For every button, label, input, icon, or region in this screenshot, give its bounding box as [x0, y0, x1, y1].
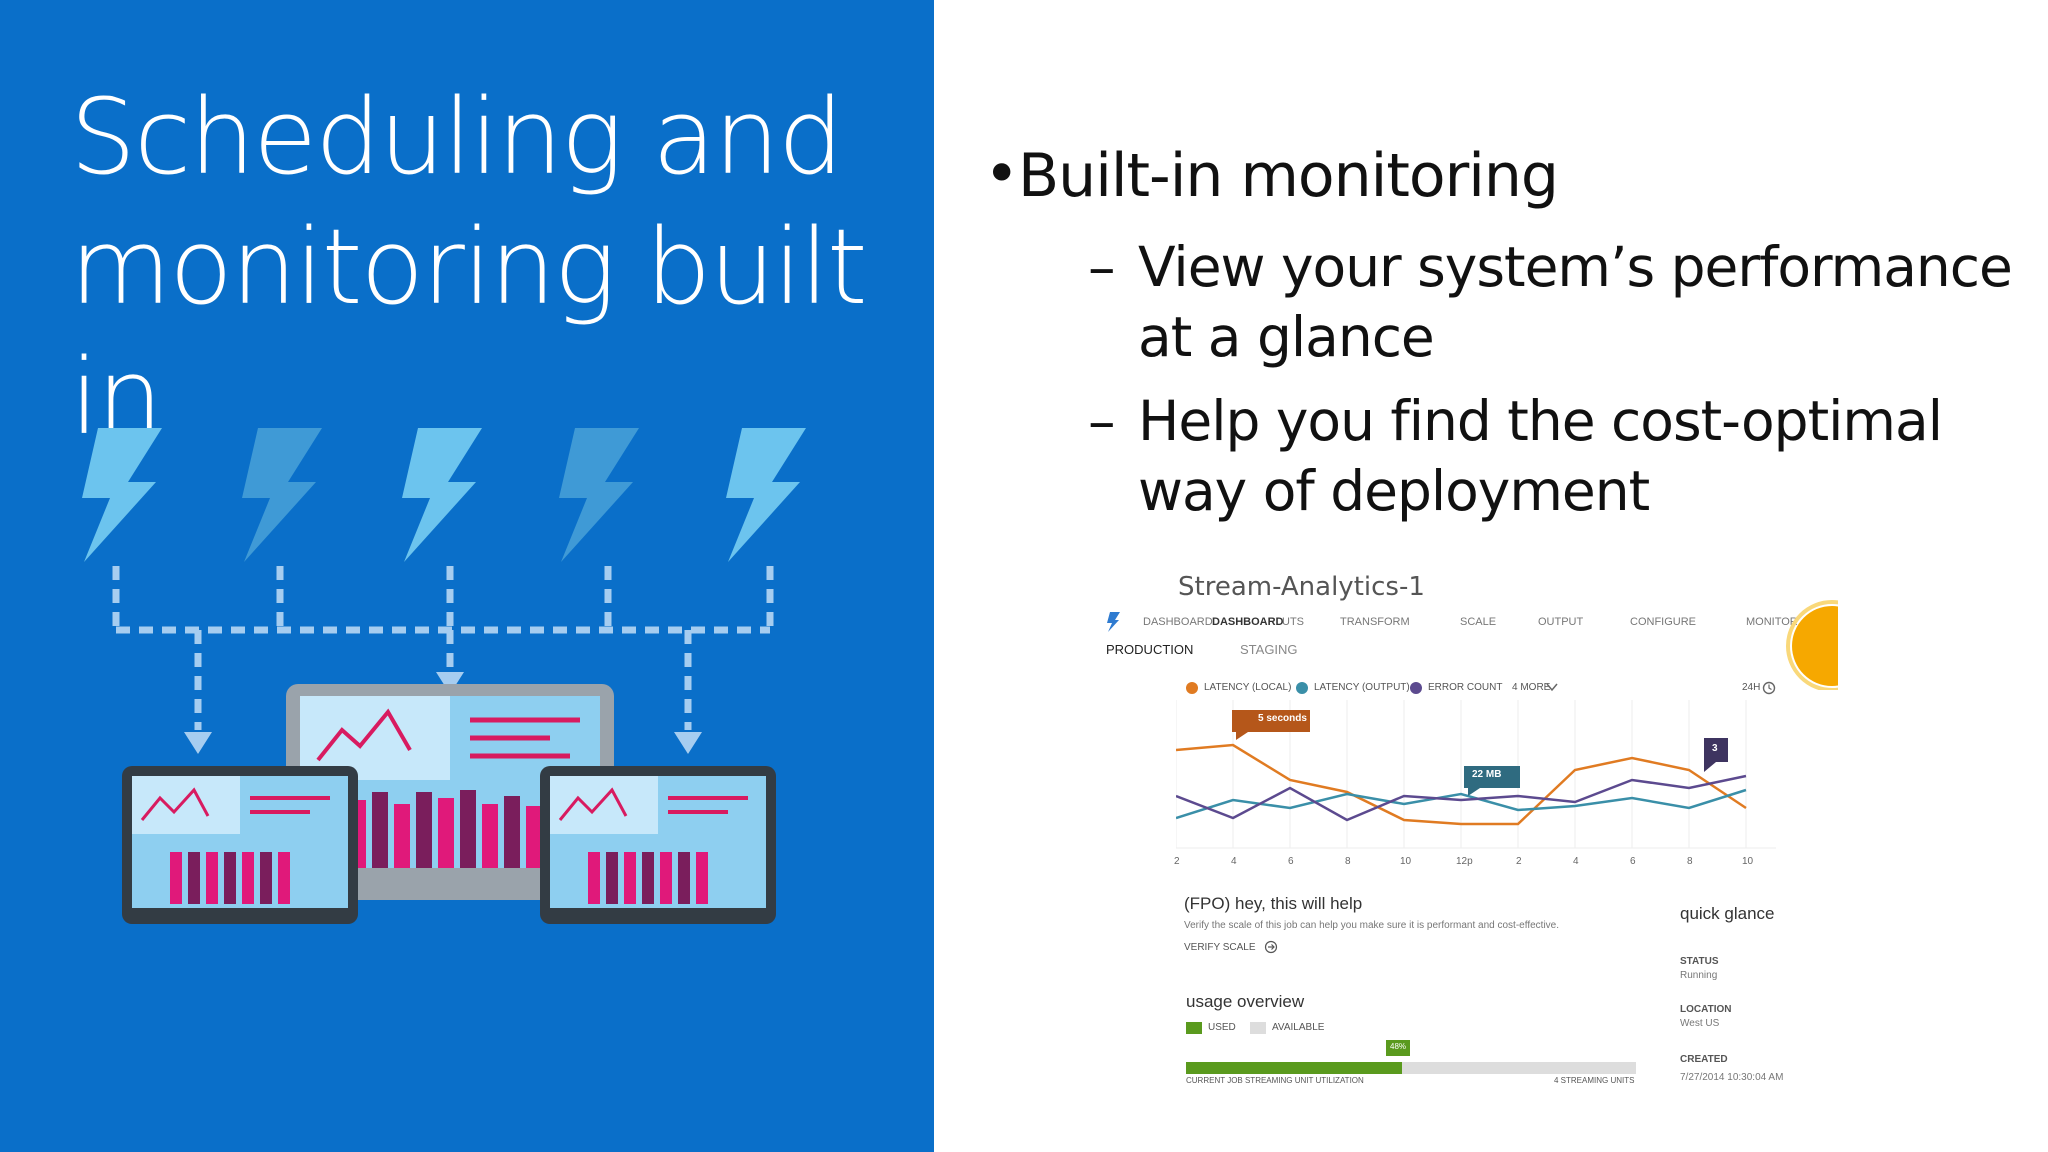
arrow-heads: [184, 672, 702, 754]
lightning-icons: [82, 428, 806, 562]
usage-legend-used: USED: [1208, 1022, 1236, 1033]
x-tick: 2: [1516, 856, 1522, 867]
callout-errors-label: 3: [1712, 743, 1718, 754]
bullet-built-in-monitoring: • Built-in monitoring: [984, 139, 1978, 212]
legend-swatch-used: [1186, 1022, 1202, 1034]
stream-analytics-dashboard: Stream-Analytics-1 DASHBOARD DASHBOARD U…: [1098, 560, 1838, 1100]
verify-scale-link[interactable]: VERIFY SCALE: [1184, 942, 1256, 953]
usage-badge: 48%: [1386, 1040, 1411, 1056]
lightning-icon: [82, 428, 162, 562]
left-panel: Scheduling and monitoring built in: [0, 0, 934, 1152]
dashboard-title: Stream-Analytics-1: [1178, 572, 1425, 602]
callout-memory: [1464, 766, 1520, 796]
callout-errors: [1704, 738, 1728, 772]
sub-bullet-performance: – View your system’s performance at a gl…: [1088, 232, 2018, 372]
tablet-illustration-right: [540, 766, 776, 924]
title-line-2: monitoring built in: [70, 206, 868, 458]
x-tick: 4: [1231, 856, 1237, 867]
tab-staging[interactable]: STAGING: [1240, 642, 1298, 657]
monitoring-line-chart: [1176, 700, 1776, 849]
usage-heading: usage overview: [1186, 992, 1305, 1011]
legend-dot-latency-output: [1296, 682, 1308, 694]
sub-bullet-line: way of deployment: [1138, 459, 1650, 523]
title-line-1: Scheduling and: [70, 76, 844, 198]
x-tick: 10: [1400, 856, 1412, 867]
quick-glance-heading: quick glance: [1680, 904, 1775, 923]
nav-uts[interactable]: UTS: [1282, 616, 1304, 628]
dashed-connectors: [112, 566, 774, 730]
cursor-highlight-icon: [1786, 600, 1838, 690]
nav-transform[interactable]: TRANSFORM: [1340, 616, 1410, 628]
legend-more-dropdown[interactable]: 4 MORE: [1512, 682, 1551, 693]
location-value: West US: [1680, 1018, 1720, 1029]
lightning-icon: [402, 428, 482, 562]
status-label: STATUS: [1680, 956, 1719, 967]
status-value: Running: [1680, 970, 1718, 981]
nav-monitor[interactable]: MONITOR: [1746, 616, 1798, 628]
created-label: CREATED: [1680, 1054, 1728, 1065]
nav-configure[interactable]: CONFIGURE: [1630, 616, 1696, 628]
x-tick: 10: [1742, 856, 1754, 867]
series-error-count: [1176, 774, 1747, 822]
monitoring-illustration: [82, 428, 806, 924]
created-value: 7/27/2014 10:30:04 AM: [1680, 1072, 1784, 1083]
slide-title: Scheduling and monitoring built in: [70, 72, 920, 462]
sub-bullet-line: at a glance: [1138, 305, 1435, 369]
sub-bullet-line: Help you find the cost-optimal: [1138, 389, 1943, 453]
nav-dashboard[interactable]: DASHBOARD: [1143, 616, 1213, 628]
legend-error-count[interactable]: ERROR COUNT: [1428, 682, 1503, 693]
legend-latency-output[interactable]: LATENCY (OUTPUT): [1314, 682, 1410, 693]
chevron-down-icon[interactable]: [1546, 682, 1558, 692]
x-tick: 6: [1288, 856, 1294, 867]
tab-production[interactable]: PRODUCTION: [1106, 642, 1194, 657]
usage-caption-right: 4 STREAMING UNITS: [1554, 1076, 1635, 1085]
dash-glyph: –: [1088, 235, 1115, 299]
usage-caption-left: CURRENT JOB STREAMING UNIT UTILIZATION: [1186, 1076, 1364, 1085]
arrow-right-circle-icon[interactable]: [1264, 940, 1278, 954]
legend-latency-local[interactable]: LATENCY (LOCAL): [1204, 682, 1292, 693]
callout-memory-label: 22 MB: [1472, 769, 1502, 780]
series-latency-local: [1176, 743, 1747, 826]
bullet-text: Built-in monitoring: [1018, 141, 1559, 211]
series-latency-output: [1176, 788, 1747, 820]
usage-progress-track: 48%: [1186, 1040, 1636, 1074]
nav-dashboard-active[interactable]: DASHBOARD: [1212, 616, 1284, 628]
nav-scale[interactable]: SCALE: [1460, 616, 1497, 628]
lightning-icon: [1107, 612, 1120, 632]
legend-swatch-available: [1250, 1022, 1266, 1034]
x-tick: 8: [1345, 856, 1351, 867]
clock-icon[interactable]: [1762, 681, 1776, 695]
lightning-icon: [726, 428, 806, 562]
x-tick: 4: [1573, 856, 1579, 867]
x-tick: 2: [1174, 856, 1180, 867]
sub-bullet-line: View your system’s performance: [1138, 235, 2013, 299]
legend-dot-error-count: [1410, 682, 1422, 694]
legend-dot-latency-local: [1186, 682, 1198, 694]
lightning-icon: [559, 428, 639, 562]
lightning-icon: [242, 428, 322, 562]
callout-latency-label: 5 seconds: [1258, 713, 1307, 724]
x-tick: 12p: [1456, 856, 1473, 867]
dash-glyph: –: [1088, 389, 1115, 453]
bullet-dot: •: [984, 139, 1019, 209]
nav-output[interactable]: OUTPUT: [1538, 616, 1584, 628]
usage-progress-fill: [1186, 1062, 1402, 1074]
time-range-selector[interactable]: 24H: [1742, 682, 1761, 693]
tablet-illustration-left: [122, 766, 358, 924]
location-label: LOCATION: [1680, 1004, 1732, 1015]
help-text: Verify the scale of this job can help yo…: [1184, 920, 1560, 931]
callout-latency: [1232, 710, 1310, 740]
sub-bullet-cost-optimal: – Help you find the cost-optimal way of …: [1088, 386, 2018, 526]
bar-graph: [350, 790, 542, 868]
help-heading: (FPO) hey, this will help: [1184, 894, 1363, 913]
usage-legend-available: AVAILABLE: [1272, 1022, 1325, 1033]
x-tick: 6: [1630, 856, 1636, 867]
x-tick: 8: [1687, 856, 1693, 867]
